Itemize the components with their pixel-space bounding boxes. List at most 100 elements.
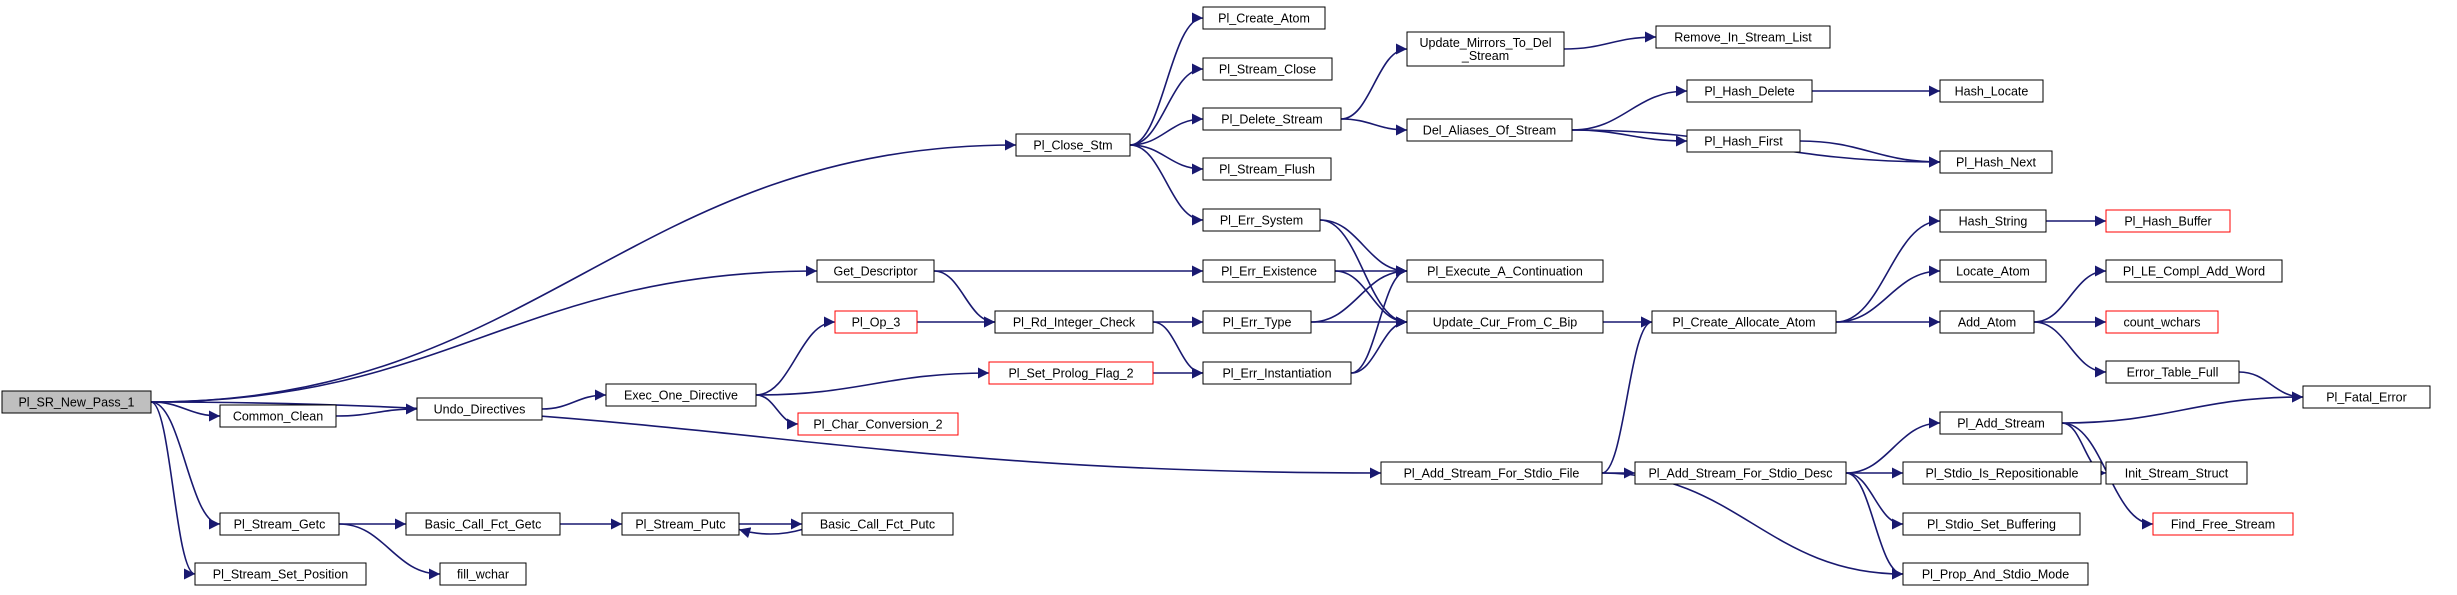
node-del-aliases[interactable]: Del_Aliases_Of_Stream <box>1406 118 1573 142</box>
node-fatal-error[interactable]: Pl_Fatal_Error <box>2302 385 2431 409</box>
node-update-cur[interactable]: Update_Cur_From_C_Bip <box>1406 310 1604 334</box>
edge-delete-stream-to-update-mirrors <box>1340 43 1408 120</box>
node-label: Pl_Hash_Delete <box>1704 85 1794 99</box>
node-label: Pl_Rd_Integer_Check <box>1013 316 1136 330</box>
node-count-wchars[interactable]: count_wchars <box>2105 310 2219 334</box>
edge-err-type-to-execute-cont <box>1310 265 1408 323</box>
node-box <box>1939 209 2047 233</box>
edge-close-stm-to-stream-flush <box>1129 144 1204 175</box>
node-label: Pl_Err_Type <box>1223 316 1292 330</box>
node-find-free-stream[interactable]: Find_Free_Stream <box>2152 512 2294 536</box>
node-hash-string[interactable]: Hash_String <box>1939 209 2047 233</box>
node-prop-and-stdio-mode[interactable]: Pl_Prop_And_Stdio_Mode <box>1902 562 2089 586</box>
node-stream-putc[interactable]: Pl_Stream_Putc <box>621 512 740 536</box>
node-create-atom[interactable]: Pl_Create_Atom <box>1202 6 1326 30</box>
edge-root-to-close-stm <box>150 139 1017 403</box>
node-add-atom[interactable]: Add_Atom <box>1939 310 2035 334</box>
node-basic-call-putc[interactable]: Basic_Call_Fct_Putc <box>801 512 954 536</box>
edge-add-stream-stdio-file-to-prop-and-stdio-mode <box>1601 472 1904 580</box>
node-set-prolog-flag[interactable]: Pl_Set_Prolog_Flag_2 <box>988 361 1154 385</box>
node-err-existence[interactable]: Pl_Err_Existence <box>1202 259 1336 283</box>
node-label: Pl_Stdio_Is_Repositionable <box>1926 467 2079 481</box>
node-get-descriptor[interactable]: Get_Descriptor <box>816 259 935 283</box>
node-label: Pl_Hash_Next <box>1956 156 2036 170</box>
node-label: Basic_Call_Fct_Getc <box>425 518 542 532</box>
node-op-3[interactable]: Pl_Op_3 <box>834 310 918 334</box>
node-box <box>2105 209 2231 233</box>
node-box <box>2105 310 2219 334</box>
node-box <box>439 562 527 586</box>
node-char-conversion[interactable]: Pl_Char_Conversion_2 <box>797 412 959 436</box>
node-undo-directives[interactable]: Undo_Directives <box>416 397 543 421</box>
node-box <box>1406 259 1604 283</box>
node-label: Pl_Err_Existence <box>1221 265 1317 279</box>
node-label: Hash_Locate <box>1955 85 2029 99</box>
node-box <box>1634 461 1847 485</box>
edge-create-alloc-atom-to-locate-atom <box>1835 265 1941 323</box>
node-hash-first[interactable]: Pl_Hash_First <box>1686 129 1801 153</box>
node-execute-cont[interactable]: Pl_Execute_A_Continuation <box>1406 259 1604 283</box>
node-stream-getc[interactable]: Pl_Stream_Getc <box>219 512 340 536</box>
node-label: Pl_Set_Prolog_Flag_2 <box>1008 367 1133 381</box>
node-close-stm[interactable]: Pl_Close_Stm <box>1015 133 1131 157</box>
node-box <box>1686 79 1813 103</box>
edge-root-to-stream-getc <box>150 401 221 530</box>
node-label: Pl_Fatal_Error <box>2326 391 2407 405</box>
node-add-stream-stdio-desc[interactable]: Pl_Add_Stream_For_Stdio_Desc <box>1634 461 1847 485</box>
node-hash-locate[interactable]: Hash_Locate <box>1939 79 2044 103</box>
edge-add-atom-to-le-compl <box>2033 265 2107 323</box>
node-label: Pl_Execute_A_Continuation <box>1427 265 1583 279</box>
node-error-table-full[interactable]: Error_Table_Full <box>2105 360 2240 384</box>
node-stream-set-position[interactable]: Pl_Stream_Set_Position <box>194 562 367 586</box>
edge-root-to-add-stream-stdio-file <box>150 401 1382 479</box>
node-err-system[interactable]: Pl_Err_System <box>1202 208 1321 232</box>
node-err-instantiation[interactable]: Pl_Err_Instantiation <box>1202 361 1352 385</box>
edge-update-mirrors-to-remove-in-stream <box>1563 31 1657 50</box>
node-box <box>1686 129 1801 153</box>
node-create-alloc-atom[interactable]: Pl_Create_Allocate_Atom <box>1651 310 1837 334</box>
node-label: Pl_Create_Allocate_Atom <box>1672 316 1815 330</box>
node-label: Error_Table_Full <box>2127 366 2219 380</box>
edge-get-descriptor-to-rd-integer <box>933 270 996 328</box>
node-rd-integer[interactable]: Pl_Rd_Integer_Check <box>994 310 1154 334</box>
node-locate-atom[interactable]: Locate_Atom <box>1939 259 2047 283</box>
node-box <box>834 310 918 334</box>
node-hash-delete[interactable]: Pl_Hash_Delete <box>1686 79 1813 103</box>
node-box <box>1202 208 1321 232</box>
node-exec-one-directive[interactable]: Exec_One_Directive <box>605 383 757 407</box>
node-label: Pl_SR_New_Pass_1 <box>18 396 134 410</box>
node-common-clean[interactable]: Common_Clean <box>219 404 337 428</box>
node-box <box>194 562 367 586</box>
node-add-stream[interactable]: Pl_Add_Stream <box>1939 411 2063 435</box>
edge-close-stm-to-err-system <box>1129 144 1204 226</box>
node-update-mirrors[interactable]: Update_Mirrors_To_Del_Stream <box>1406 31 1565 67</box>
node-add-stream-stdio-file[interactable]: Pl_Add_Stream_For_Stdio_File <box>1380 461 1603 485</box>
node-delete-stream[interactable]: Pl_Delete_Stream <box>1202 107 1342 131</box>
node-hash-buffer[interactable]: Pl_Hash_Buffer <box>2105 209 2231 233</box>
node-label: Pl_Create_Atom <box>1218 12 1310 26</box>
node-err-type[interactable]: Pl_Err_Type <box>1202 310 1312 334</box>
node-init-stream-struct[interactable]: Init_Stream_Struct <box>2105 461 2248 485</box>
edge-add-stream-stdio-desc-to-prop-and-stdio-mode <box>1845 472 1904 580</box>
edge-add-stream-stdio-desc-to-stdio-set-buffering <box>1845 472 1904 530</box>
edge-create-alloc-atom-to-hash-string <box>1835 215 1941 323</box>
edge-stream-getc-to-fill-wchar <box>338 523 441 580</box>
node-label: Locate_Atom <box>1956 265 2030 279</box>
node-label: Del_Aliases_Of_Stream <box>1423 124 1556 138</box>
node-hash-next[interactable]: Pl_Hash_Next <box>1939 150 2053 174</box>
edge-err-system-to-execute-cont <box>1319 219 1408 277</box>
node-fill-wchar[interactable]: fill_wchar <box>439 562 527 586</box>
edge-root-to-get-descriptor <box>150 265 818 403</box>
node-stdio-is-repos[interactable]: Pl_Stdio_Is_Repositionable <box>1902 461 2102 485</box>
node-stdio-set-buffering[interactable]: Pl_Stdio_Set_Buffering <box>1902 512 2081 536</box>
edge-error-table-full-to-fatal-error <box>2238 371 2304 403</box>
node-stream-close[interactable]: Pl_Stream_Close <box>1202 57 1333 81</box>
edge-add-stream-stdio-file-to-create-alloc-atom <box>1601 316 1653 474</box>
node-box <box>1202 310 1312 334</box>
node-le-compl[interactable]: Pl_LE_Compl_Add_Word <box>2105 259 2283 283</box>
node-stream-flush[interactable]: Pl_Stream_Flush <box>1202 157 1332 181</box>
node-remove-in-stream[interactable]: Remove_In_Stream_List <box>1655 25 1831 49</box>
node-basic-call-getc[interactable]: Basic_Call_Fct_Getc <box>405 512 561 536</box>
node-root[interactable]: Pl_SR_New_Pass_1 <box>1 390 152 414</box>
nodes-layer: Pl_SR_New_Pass_1 Pl_Close_Stm Pl_Create_At… <box>1 6 2431 586</box>
